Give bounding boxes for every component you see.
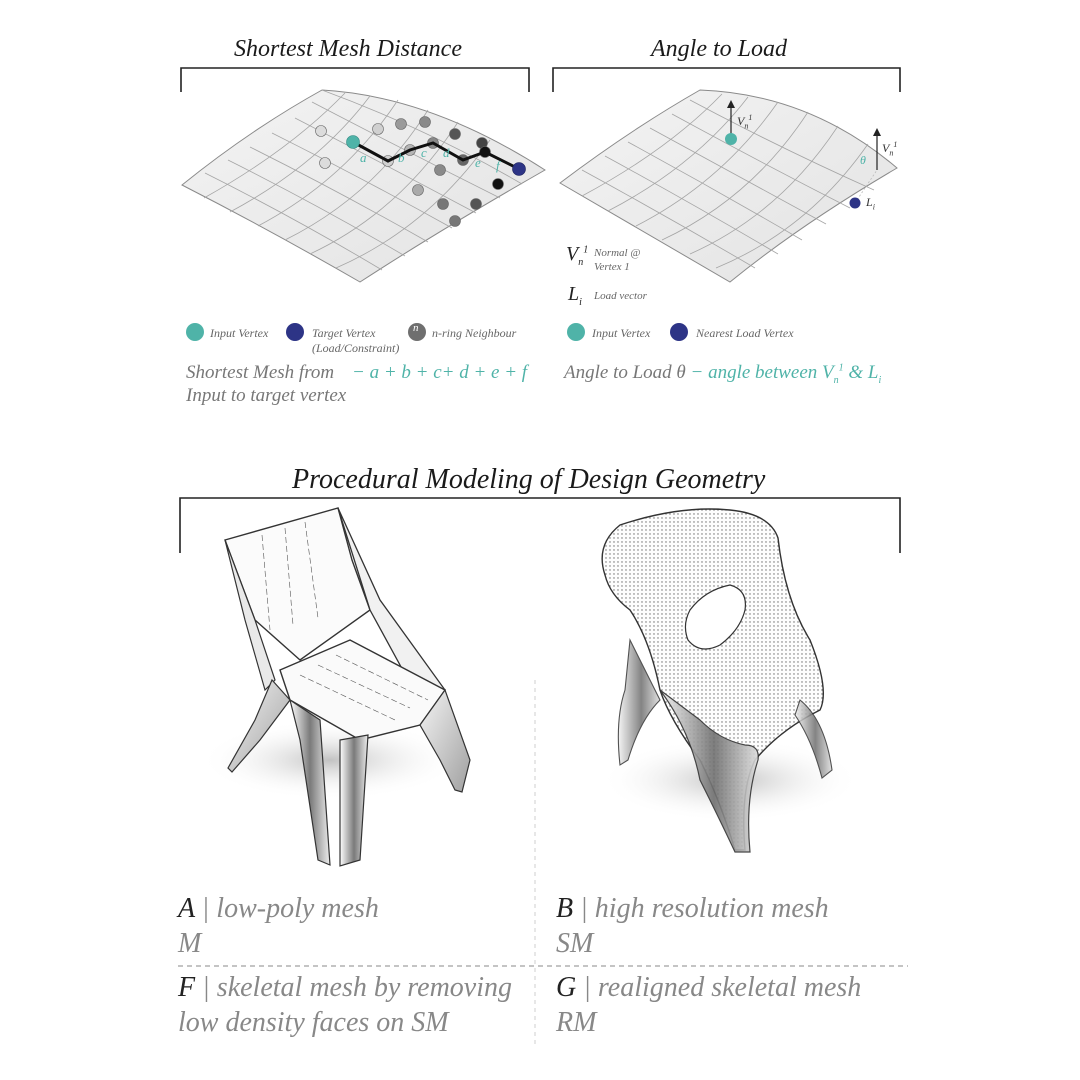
edge-label-d: d — [443, 145, 450, 160]
procedural-modeling-title: Procedural Modeling of Design Geometry — [292, 464, 766, 495]
legend-target-vertex-sublabel: (Load/Constraint) — [312, 341, 400, 355]
legend-neighbour-icon — [408, 323, 426, 341]
shortest-mesh-formula-expr: − a + b + c+ d + e + f — [352, 362, 528, 383]
legend-neighbour-label: n-ring Neighbour — [432, 326, 517, 340]
normal-key-desc-1: Normal @ — [594, 247, 641, 259]
edge-label-e: e — [475, 155, 481, 170]
load-key-desc: Load vector — [594, 290, 647, 302]
caption-f: F | skeletal mesh by removing — [178, 972, 513, 1003]
caption-a: A | low-poly mesh — [178, 893, 379, 924]
caption-b: B | high resolution mesh — [556, 893, 829, 924]
shortest-mesh-title: Shortest Mesh Distance — [234, 36, 462, 62]
shortest-mesh-formula-line1: Shortest Mesh from — [186, 362, 335, 383]
legend-right-input-vertex-icon — [567, 323, 585, 341]
legend-neighbour-symbol: n — [413, 322, 419, 334]
shortest-mesh-formula-line2: Input to target vertex — [186, 385, 347, 406]
legend-nearest-load-label: Nearest Load Vertex — [696, 326, 794, 340]
legend-target-vertex-label: Target Vertex — [312, 326, 376, 340]
angle-formula: Angle to Load θ − angle between Vn1 & Li — [564, 362, 882, 386]
load-key-symbol: Li — [568, 283, 582, 308]
caption-f-line2: low density faces on SM — [178, 1007, 449, 1038]
angle-to-load-title: Angle to Load — [651, 36, 787, 62]
caption-b-sub: SM — [556, 928, 594, 959]
edge-label-c: c — [421, 145, 427, 160]
caption-g-sub: RM — [556, 1007, 597, 1038]
legend-target-vertex-icon — [286, 323, 304, 341]
legend-right-input-vertex-label: Input Vertex — [592, 326, 651, 340]
normal-key-symbol: Vn1 — [566, 243, 589, 268]
caption-a-sub: M — [178, 928, 202, 959]
normal-key-desc-2: Vertex 1 — [594, 261, 630, 273]
edge-label-b: b — [398, 150, 405, 165]
legend-nearest-load-icon — [670, 323, 688, 341]
load-point-label: Li — [866, 195, 875, 212]
normal-vector-label: Vn1 — [737, 113, 753, 131]
legend-input-vertex-icon — [186, 323, 204, 341]
theta-label: θ — [860, 153, 866, 167]
load-arrow-label: Vn1 — [882, 140, 898, 158]
caption-g: G | realigned skeletal mesh — [556, 972, 862, 1003]
edge-label-f: f — [496, 158, 500, 173]
edge-label-a: a — [360, 150, 367, 165]
legend-input-vertex-label: Input Vertex — [210, 326, 269, 340]
